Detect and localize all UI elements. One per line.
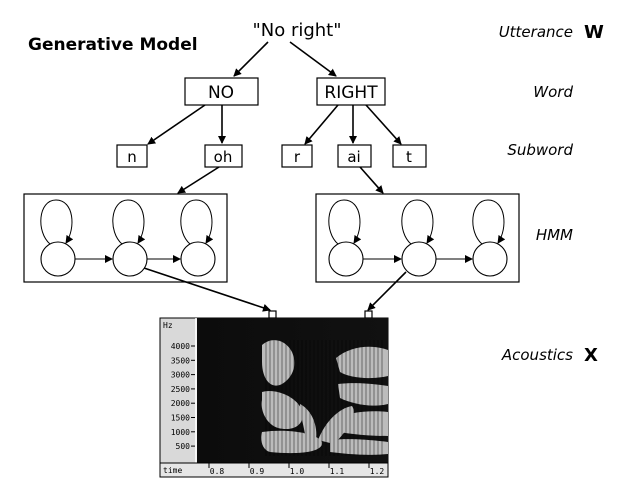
spectrogram-freq-ticks: 4000 3500 3000 2500 2000 1500 1000 500 <box>171 342 195 451</box>
hmm-left-state-3 <box>180 199 216 277</box>
subword-node-n: n <box>116 144 148 168</box>
subword-oh-label: oh <box>214 148 233 166</box>
word-no-label: NO <box>208 83 234 103</box>
edge-right-r <box>304 104 339 145</box>
subword-node-t: t <box>392 144 427 168</box>
level-utterance-label: Utterance <box>499 23 573 41</box>
time-tick-label: 1.2 <box>370 467 385 476</box>
edge-ai-hmm <box>359 166 384 194</box>
subword-node-ai: ai <box>337 144 372 168</box>
edge-utterance-right <box>289 41 337 77</box>
word-node-right: RIGHT <box>316 77 386 106</box>
freq-tick-label: 3500 <box>171 356 190 365</box>
spectrogram-striations <box>265 340 383 456</box>
edge-oh-hmm <box>177 166 220 194</box>
subword-t-label: t <box>406 148 412 166</box>
edge-hmm-left-frame <box>143 267 271 312</box>
subword-ai-label: ai <box>347 148 360 166</box>
word-node-no: NO <box>184 77 259 106</box>
diagram-title: Generative Model <box>28 35 198 55</box>
edge-utterance-no <box>233 41 269 77</box>
freq-tick-label: 4000 <box>171 342 190 351</box>
frame-marker-right <box>364 310 373 319</box>
spectrogram-freq-unit: Hz <box>163 321 173 330</box>
hmm-left <box>23 193 228 283</box>
hmm-right <box>315 193 520 283</box>
level-subword-label: Subword <box>507 141 573 159</box>
freq-tick-label: 2000 <box>171 399 190 408</box>
frame-marker-left <box>268 310 277 319</box>
edge-hmm-right-frame <box>367 271 407 311</box>
time-tick-label: 0.8 <box>210 467 225 476</box>
spectrogram-time-ticks: 0.8 0.9 1.0 1.1 1.2 <box>208 463 385 476</box>
hmm-right-state-3 <box>472 199 508 277</box>
level-acoustics-label: Acoustics <box>501 346 573 364</box>
time-tick-label: 0.9 <box>250 467 265 476</box>
level-hmm-label: HMM <box>536 226 573 244</box>
utterance-text: "No right" <box>252 20 341 41</box>
time-tick-label: 1.1 <box>330 467 345 476</box>
subword-n-label: n <box>127 148 137 166</box>
word-right-label: RIGHT <box>324 83 378 103</box>
level-labels: Utterance W Word Subword HMM Acoustics X <box>499 22 604 366</box>
freq-tick-label: 1500 <box>171 414 190 423</box>
edge-right-t <box>365 104 402 145</box>
freq-tick-label: 3000 <box>171 371 190 380</box>
hmm-left-state-1 <box>40 199 76 277</box>
level-acoustics-symbol: X <box>584 345 598 366</box>
freq-tick-label: 500 <box>176 442 191 451</box>
subword-node-r: r <box>281 144 313 168</box>
subword-node-oh: oh <box>204 144 243 168</box>
spectrogram-time-axis <box>159 462 389 478</box>
time-tick-label: 1.0 <box>290 467 305 476</box>
freq-tick-label: 2500 <box>171 385 190 394</box>
subword-r-label: r <box>294 148 301 166</box>
level-utterance-symbol: W <box>584 22 604 43</box>
edge-no-n <box>147 104 206 145</box>
spectrogram-energy <box>261 340 388 455</box>
level-word-label: Word <box>533 83 573 101</box>
hmm-right-state-1 <box>328 199 364 277</box>
spectrogram-time-label: time <box>163 466 182 475</box>
freq-tick-label: 1000 <box>171 428 190 437</box>
